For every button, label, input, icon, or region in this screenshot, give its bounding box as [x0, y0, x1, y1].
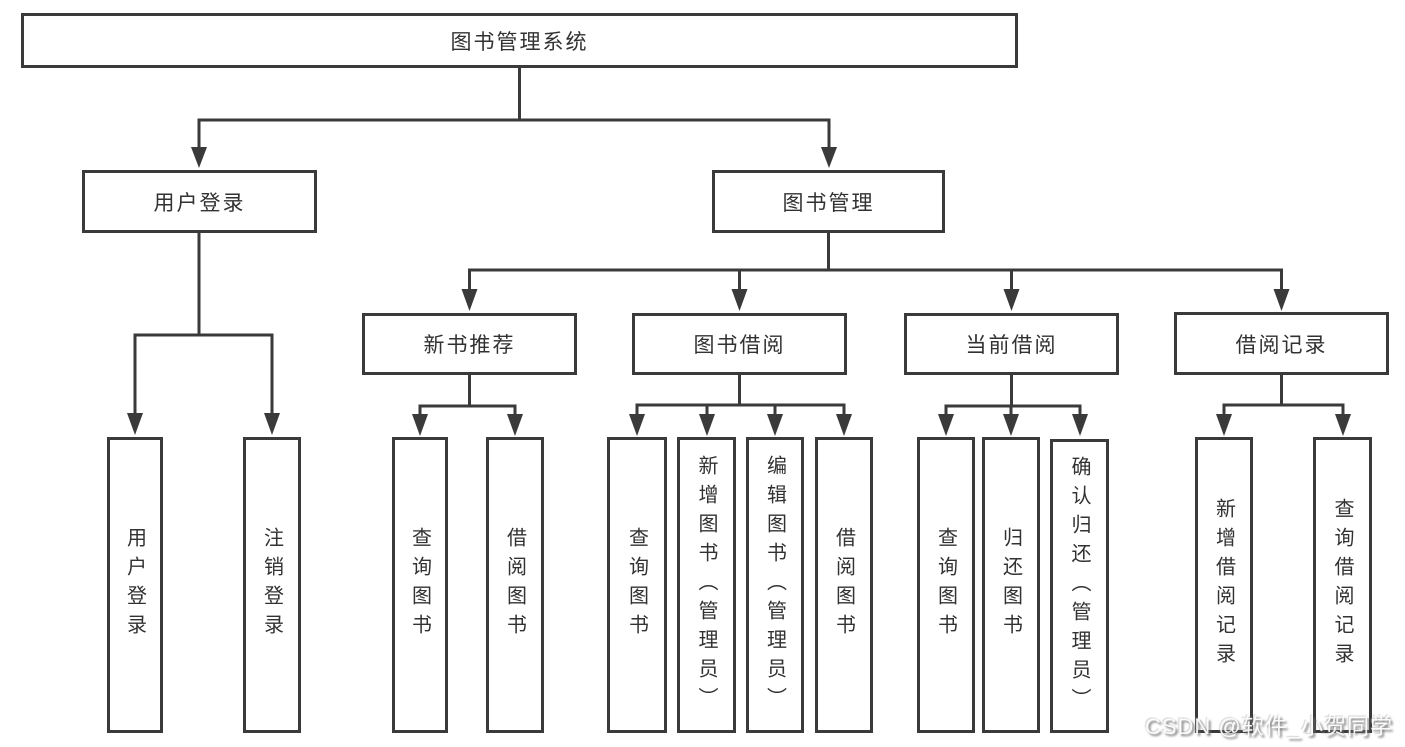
leaf-confirm-return-admin: 确认归还（管理员） — [1050, 439, 1109, 733]
node-current-borrowing: 当前借阅 — [904, 313, 1119, 375]
leaf-add-books-admin: 新增图书（管理员） — [677, 437, 736, 733]
node-book-borrowing: 图书借阅 — [632, 313, 847, 375]
leaf-user-login: 用户登录 — [107, 437, 163, 733]
leaf-add-borrow-record: 新增借阅记录 — [1195, 437, 1253, 733]
leaf-return-books: 归还图书 — [982, 437, 1040, 733]
node-library-management-system: 图书管理系统 — [21, 13, 1018, 68]
connector-lines — [133, 68, 1345, 416]
leaf-logout: 注销登录 — [243, 437, 301, 733]
csdn-watermark: CSDN @软件_小贺同学 — [1144, 714, 1393, 739]
node-user-login: 用户登录 — [82, 170, 317, 233]
node-book-management: 图书管理 — [712, 170, 945, 233]
leaf-query-borrow-record: 查询借阅记录 — [1313, 437, 1372, 733]
leaf-borrow-books-recommend: 借阅图书 — [486, 437, 544, 733]
arrowhead-icons — [127, 147, 1351, 436]
leaf-edit-books-admin: 编辑图书（管理员） — [746, 437, 804, 733]
node-borrowing-records: 借阅记录 — [1174, 312, 1389, 375]
leaf-query-books-current: 查询图书 — [917, 437, 975, 733]
leaf-borrow-books: 借阅图书 — [815, 437, 873, 733]
node-new-book-recommendation: 新书推荐 — [362, 313, 577, 375]
leaf-query-books-recommend: 查询图书 — [392, 437, 448, 733]
leaf-query-books-borrow: 查询图书 — [607, 437, 667, 733]
